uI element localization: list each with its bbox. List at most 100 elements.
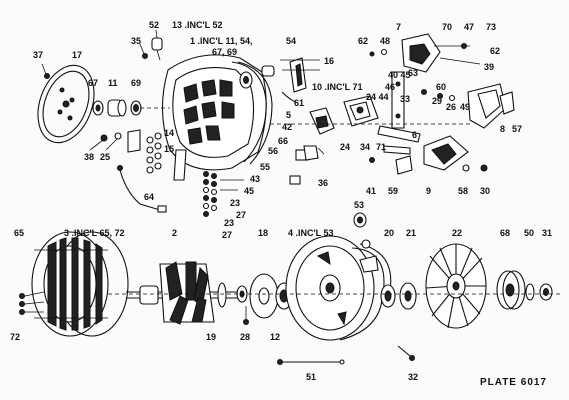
lead-wire-part — [117, 165, 167, 213]
callout-9: 9 — [426, 186, 431, 196]
spacer-part — [236, 285, 249, 325]
callout-46: 46 — [385, 82, 395, 92]
callout-14: 14 — [164, 128, 174, 138]
callout-43: 43 — [250, 174, 260, 184]
callout-66: 66 — [278, 136, 288, 146]
callout-4: 4 .INC'L 53 — [288, 228, 334, 238]
callout-3: 3 .INC'L 65, 72 — [64, 228, 125, 238]
plate-label: PLATE 6017 — [479, 377, 547, 388]
callout-56: 56 — [268, 146, 278, 156]
callout-70: 70 — [442, 22, 452, 32]
callout-60: 60 — [436, 82, 446, 92]
callout-45b: 45 — [244, 186, 254, 196]
callout-7: 7 — [396, 22, 401, 32]
callout-49: 49 — [460, 102, 470, 112]
callout-73: 73 — [486, 22, 496, 32]
callout-52: 52 — [149, 20, 159, 30]
callout-24b: 24 — [340, 142, 350, 152]
callout-27a: 27 — [236, 210, 246, 220]
callout-40-45: 40 45 — [388, 70, 411, 80]
callout-69: 69 — [131, 78, 141, 88]
callout-20: 20 — [384, 228, 394, 238]
screw-part — [41, 63, 50, 79]
callout-55: 55 — [260, 162, 270, 172]
terminal-part — [289, 145, 325, 185]
callout-27b: 27 — [222, 230, 232, 240]
cap-part — [353, 212, 367, 228]
callout-38: 38 — [84, 152, 94, 162]
washer-part — [89, 132, 122, 151]
callout-32: 32 — [408, 372, 418, 382]
callout-10: 10 .INC'L 71 — [312, 82, 363, 92]
callout-54: 54 — [286, 36, 296, 46]
regulator-part — [421, 83, 515, 129]
stator-part — [19, 231, 129, 337]
callout-62b: 62 — [490, 46, 500, 56]
callout-1: 1 .INC'L 11, 54, — [190, 36, 253, 46]
callout-23b: 23 — [224, 218, 234, 228]
regulator-link-part — [377, 71, 421, 155]
nut-column-part — [202, 171, 244, 217]
dust-cover-part — [37, 64, 95, 144]
callout-31: 31 — [542, 228, 552, 238]
retainer-plate-part — [249, 273, 293, 319]
callout-37: 37 — [33, 50, 43, 60]
callout-63: 63 — [408, 68, 418, 78]
callout-57: 57 — [512, 124, 522, 134]
callout-35: 35 — [131, 36, 141, 46]
callout-8: 8 — [500, 124, 505, 134]
callout-23a: 23 — [230, 198, 240, 208]
end-frame-part — [161, 54, 273, 171]
callout-50: 50 — [524, 228, 534, 238]
callout-24-44: 24 44 — [366, 92, 389, 102]
callout-64: 64 — [144, 192, 154, 202]
callout-30: 30 — [480, 186, 490, 196]
rotor-part — [126, 261, 246, 325]
through-bolt-part — [277, 345, 415, 365]
callout-13: 13 .INC'L 52 — [172, 20, 223, 30]
callout-68: 68 — [500, 228, 510, 238]
callout-21: 21 — [406, 228, 416, 238]
callout-67: 67 — [88, 78, 98, 88]
callout-18: 18 — [258, 228, 268, 238]
drive-end-frame-part — [285, 235, 392, 341]
callout-17: 17 — [72, 50, 82, 60]
brush-lead-part — [261, 57, 320, 103]
screw-part — [139, 43, 148, 59]
assembly-axis-lines — [108, 107, 562, 295]
callout-12: 12 — [270, 332, 280, 342]
callout-22: 22 — [452, 228, 462, 238]
callout-26: 26 — [446, 102, 456, 112]
diode-trio-part — [369, 135, 488, 175]
callout-39: 39 — [484, 62, 494, 72]
capacitor-part — [151, 29, 163, 61]
callout-72: 72 — [10, 332, 20, 342]
callout-16: 16 — [324, 56, 334, 66]
callout-28: 28 — [240, 332, 250, 342]
callout-47: 47 — [464, 22, 474, 32]
callout-51: 51 — [306, 372, 316, 382]
callout-34: 34 — [360, 142, 370, 152]
front-bearing-part — [380, 282, 417, 310]
callout-71: 71 — [376, 142, 386, 152]
callout-19: 19 — [206, 332, 216, 342]
callout-2: 2 — [172, 228, 177, 238]
callout-11: 11 — [108, 78, 118, 88]
callout-29: 29 — [432, 96, 442, 106]
callout-5: 5 — [286, 110, 291, 120]
callout-61: 61 — [294, 98, 304, 108]
callout-15: 15 — [164, 144, 174, 154]
callout-53: 53 — [354, 200, 364, 210]
callout-48: 48 — [380, 36, 390, 46]
pulley-part — [496, 270, 553, 310]
callout-1-cont: 67, 69 — [212, 47, 237, 57]
callout-65: 65 — [14, 228, 24, 238]
callout-33: 33 — [400, 94, 410, 104]
callout-62a: 62 — [358, 36, 368, 46]
bracket-part — [369, 33, 481, 73]
callout-42: 42 — [282, 122, 292, 132]
callout-41: 41 — [366, 186, 376, 196]
callout-6: 6 — [412, 130, 417, 140]
diode-stack-part — [127, 129, 187, 181]
